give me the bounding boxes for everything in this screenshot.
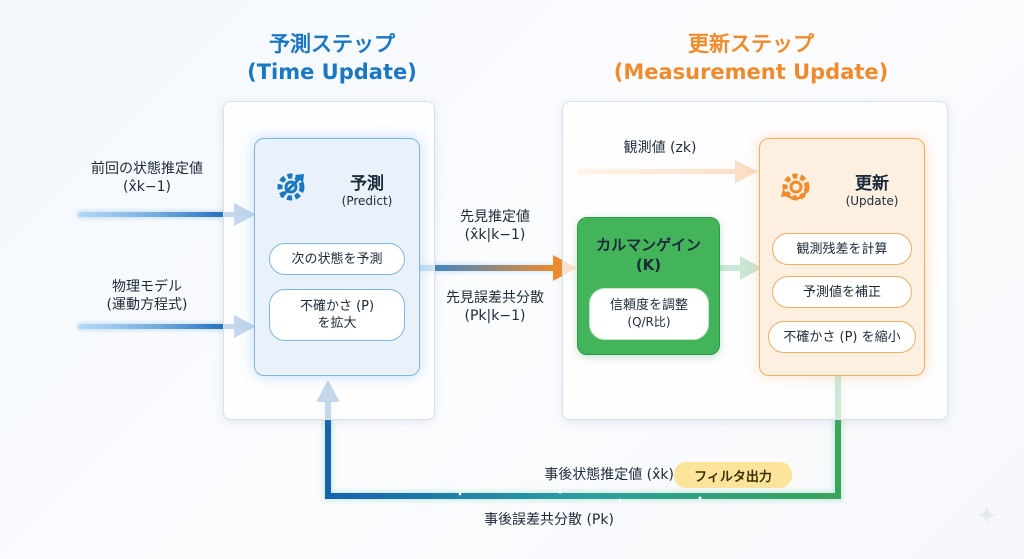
update-card-subtitle: (Update) [845, 194, 899, 208]
gain-item-trust: 信頼度を調整 (Q/R比) [589, 288, 709, 340]
update-card: 更新 (Update) 観測残差を計算 予測値を補正 不確かさ (P) を縮小 [759, 138, 925, 376]
posterior-cov-label: 事後誤差共分散 (Pk) [484, 512, 614, 528]
gear-arrows-icon [273, 169, 309, 205]
prior-cov-label: 先見誤差共分散 (Pk|k−1) [426, 289, 564, 325]
kalman-gain-subtitle: (K) [635, 256, 662, 274]
gear-refresh-icon [778, 169, 814, 205]
prior-arrow [418, 255, 577, 281]
kalman-gain-card: カルマンゲイン (K) 信頼度を調整 (Q/R比) [577, 217, 720, 355]
kalman-gain-title: カルマンゲイン [596, 236, 701, 254]
sparkle-icon [976, 504, 998, 526]
posterior-state-label: 事後状態推定値 (x̂k) [544, 467, 674, 483]
prev-state-label-line1: 前回の状態推定値 [91, 161, 203, 177]
predict-step-title: 予測ステップ (Time Update) [232, 30, 432, 86]
update-item-correct: 予測値を補正 [772, 276, 912, 308]
prior-state-label-line1: 先見推定値 [460, 209, 530, 225]
update-item-residual: 観測残差を計算 [772, 233, 912, 265]
update-item-shrink-p: 不確かさ (P) を縮小 [768, 321, 916, 353]
update-step-title: 更新ステップ (Measurement Update) [586, 30, 916, 86]
update-step-title-line2: (Measurement Update) [613, 60, 889, 84]
predict-card: 予測 (Predict) 次の状態を予測 不確かさ (P) を拡大 [254, 138, 420, 376]
prior-state-label: 先見推定値 (x̂k|k−1) [430, 208, 560, 244]
filter-output-badge: フィルタ出力 [674, 462, 792, 488]
physics-label-line1: 物理モデル [112, 279, 182, 295]
prev-state-label: 前回の状態推定値 (x̂k−1) [72, 160, 222, 196]
predict-step-title-line2: (Time Update) [247, 60, 417, 84]
prev-state-label-line2: (x̂k−1) [123, 179, 171, 195]
prior-state-label-line2: (x̂k|k−1) [464, 227, 526, 243]
predict-step-title-line1: 予測ステップ [269, 32, 395, 56]
update-card-title: 更新 [855, 174, 889, 194]
prior-cov-label-line1: 先見誤差共分散 [446, 290, 544, 306]
gain-item-line2: (Q/R比) [627, 315, 671, 329]
update-step-title-line1: 更新ステップ [688, 32, 814, 56]
physics-label-line2: (運動方程式) [106, 297, 188, 313]
predict-item-next-state: 次の状態を予測 [269, 243, 405, 275]
measurement-label: 観測値 (zk) [623, 140, 697, 156]
prior-cov-label-line2: (Pk|k−1) [464, 308, 526, 324]
predict-card-title: 予測 [350, 174, 384, 194]
gain-item-line1: 信頼度を調整 [609, 298, 688, 313]
predict-card-subtitle: (Predict) [341, 194, 393, 208]
physics-label: 物理モデル (運動方程式) [72, 278, 222, 314]
predict-item-expand-p: 不確かさ (P) を拡大 [269, 289, 405, 341]
